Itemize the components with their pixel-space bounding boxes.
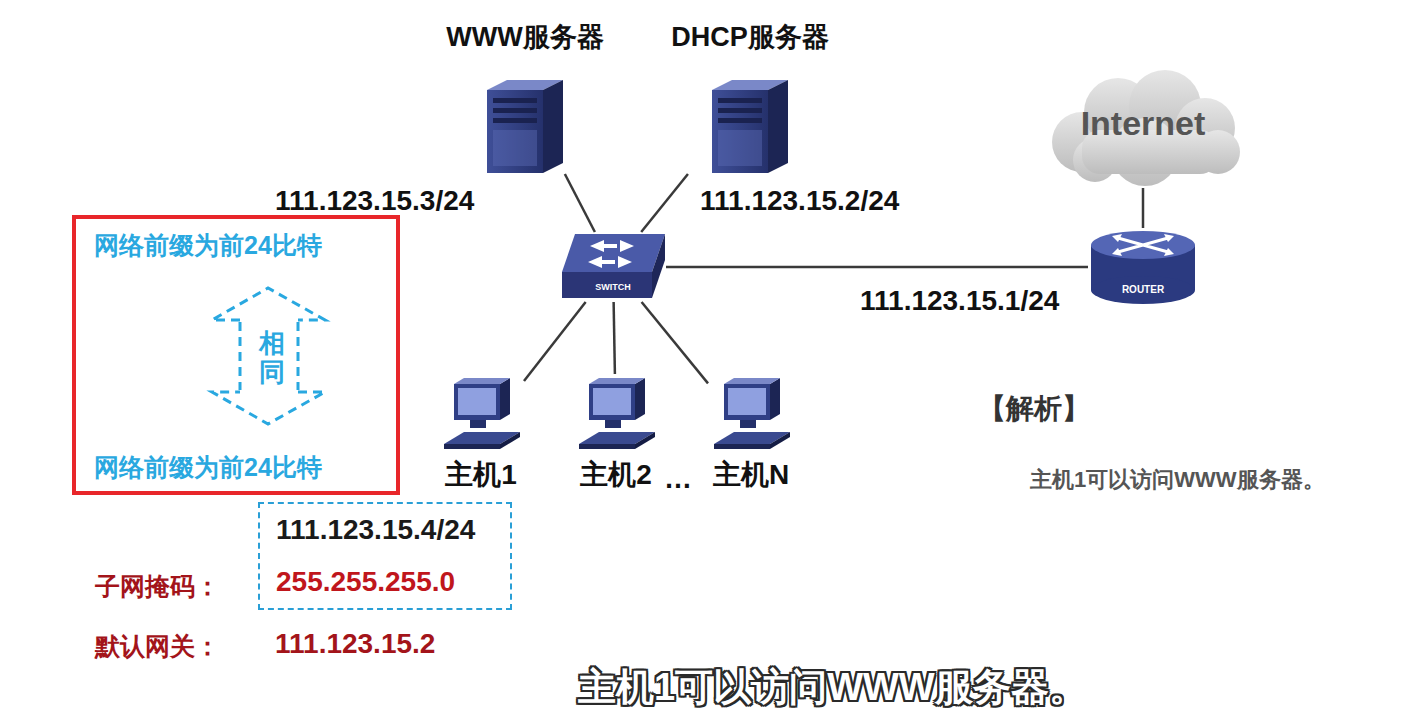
network-link	[641, 174, 688, 232]
host-icon	[714, 378, 790, 449]
router-node: ROUTER	[1088, 228, 1198, 306]
node-text: Internet	[1081, 103, 1206, 143]
cloud-shape	[1052, 70, 1240, 186]
node-text: SWITCH	[595, 282, 631, 293]
ellipsis: …	[664, 462, 692, 496]
subtitle: 主机1可以访问WWW服务器。	[578, 664, 1087, 710]
network-link	[1142, 188, 1145, 228]
network-link	[524, 302, 586, 381]
server-node: DHCP服务器	[645, 20, 855, 174]
switch-node: SWITCH	[560, 232, 666, 302]
server-icon	[487, 80, 563, 173]
ip-address: 111.123.15.1/24	[860, 284, 1059, 318]
host-node: 主机2	[573, 374, 659, 498]
ip-address: 111.123.15.3/24	[275, 184, 474, 218]
node-text: 相同	[259, 329, 285, 386]
router-icon	[1091, 231, 1195, 304]
network-link	[666, 266, 1088, 269]
node-text: WWW服务器	[446, 20, 603, 54]
node-text: 111.123.15.4/24	[276, 512, 475, 548]
node-text: 主机2	[580, 458, 652, 492]
field-name: 子网掩码：	[95, 570, 220, 602]
network-link	[565, 174, 595, 232]
gateway-address: 111.123.15.2	[275, 627, 435, 661]
ip-address: 111.123.15.2/24	[700, 184, 899, 218]
server-icon	[712, 80, 788, 173]
host-node: 主机1	[438, 374, 524, 498]
cloud-node: Internet	[1043, 78, 1243, 188]
host-icon	[444, 378, 520, 449]
note-heading: 【解析】	[978, 392, 1090, 426]
node-text: 255.255.255.0	[276, 564, 455, 600]
node-text: 网络前缀为前24比特	[94, 229, 322, 261]
network-link	[614, 302, 615, 374]
double-arrow	[212, 288, 325, 424]
highlight-box: 网络前缀为前24比特相同网络前缀为前24比特	[72, 215, 400, 495]
switch-icon	[562, 234, 665, 298]
host-node: 主机N	[708, 374, 794, 498]
node-text: DHCP服务器	[671, 20, 829, 54]
network-link	[642, 302, 708, 383]
note-text: 主机1可以访问WWW服务器。	[1030, 466, 1325, 494]
address-box: 111.123.15.4/24 255.255.255.0	[258, 502, 512, 610]
host-icon	[579, 378, 655, 449]
node-text: 网络前缀为前24比特	[94, 451, 322, 483]
node-text: 主机1	[445, 458, 517, 492]
node-text: ROUTER	[1122, 284, 1164, 296]
field-name: 默认网关：	[95, 630, 220, 662]
node-text: 主机N	[713, 458, 789, 492]
server-node: WWW服务器	[425, 20, 625, 174]
